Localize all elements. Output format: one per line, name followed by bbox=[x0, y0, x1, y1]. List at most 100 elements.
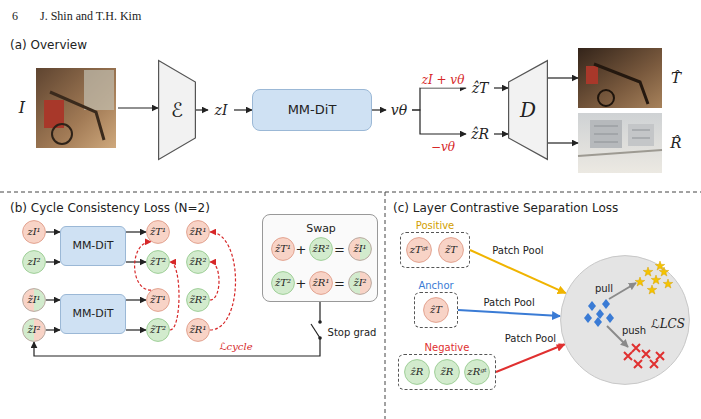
switch-symbol bbox=[311, 320, 322, 340]
text-anchor: pull bbox=[595, 277, 613, 296]
node-text: ẑT² bbox=[150, 256, 166, 268]
connector-arrow bbox=[548, 77, 578, 78]
latent-circle: z̃T¹ bbox=[146, 288, 170, 312]
label-anchor: (b) Cycle Consistency Loss (N=2) bbox=[10, 197, 210, 216]
connector-arrow bbox=[494, 87, 508, 88]
latent-circle: ẑR² bbox=[186, 250, 210, 274]
node-text: ẑR bbox=[411, 366, 424, 378]
connector-arrow bbox=[46, 329, 60, 330]
text-anchor: I bbox=[19, 98, 25, 117]
mmdit-box: MM-DiT bbox=[60, 226, 126, 266]
connector-arrow bbox=[412, 88, 466, 110]
node-text: z̃I¹ bbox=[353, 243, 366, 255]
latent-circle: z̃R² bbox=[186, 288, 210, 312]
circle-outline bbox=[147, 289, 170, 312]
latent-circle: z̃T² bbox=[146, 318, 170, 342]
circle-outline bbox=[23, 251, 46, 274]
node-text: z̃R² bbox=[190, 294, 207, 306]
node-text: ẑT bbox=[472, 80, 489, 96]
latent-circle: z̃I² bbox=[22, 318, 46, 342]
negative-cross bbox=[650, 360, 658, 368]
circle-outline bbox=[23, 289, 46, 312]
photo-object bbox=[586, 66, 598, 84]
anchor-group: AnchorẑT bbox=[414, 276, 458, 330]
positive-star bbox=[659, 267, 669, 276]
latent-circle: zTᵍᵗ bbox=[406, 237, 432, 263]
embedding-space: pullpushℒLCS bbox=[560, 255, 690, 385]
circle-outline bbox=[405, 360, 430, 385]
node-text: Swap bbox=[306, 223, 336, 236]
reflection-photo bbox=[578, 113, 662, 173]
text-anchor: T̂ bbox=[671, 68, 681, 87]
circle-outline bbox=[349, 238, 372, 261]
connector-arrow bbox=[126, 329, 146, 330]
photo-frame bbox=[594, 64, 648, 104]
positive-star bbox=[651, 275, 661, 284]
anchor-diamond bbox=[588, 301, 596, 311]
text-anchor: Negative bbox=[425, 336, 470, 355]
edge-label: −vθ bbox=[429, 141, 457, 155]
connector-arrow bbox=[46, 261, 60, 262]
photo-window bbox=[84, 70, 114, 110]
connector-arrow bbox=[494, 133, 508, 134]
photo-ground bbox=[36, 68, 116, 148]
edge-label-anchor: zI + vθ bbox=[420, 69, 467, 88]
photo-wheel bbox=[52, 124, 72, 144]
decoder-outline bbox=[509, 61, 548, 160]
latent-circle: z̃R bbox=[434, 359, 460, 385]
negative-cross bbox=[642, 350, 650, 358]
circle-outline bbox=[465, 360, 490, 385]
latent-circle: ẑT bbox=[423, 297, 449, 323]
anchor-diamond bbox=[584, 313, 592, 323]
connector-arrow bbox=[210, 262, 219, 300]
node-text: z̃R¹ bbox=[190, 324, 207, 336]
text-anchor: Swap bbox=[306, 217, 336, 236]
connector-arrow bbox=[126, 261, 146, 262]
photo-building bbox=[628, 124, 654, 146]
photo-frame bbox=[50, 92, 104, 140]
latent-circle: zI¹ bbox=[22, 220, 46, 244]
anchor-diamond bbox=[596, 309, 604, 319]
node-text: R̂ bbox=[670, 135, 681, 152]
push-arrow bbox=[607, 326, 628, 347]
circle-outline bbox=[23, 319, 46, 342]
edge-label: Patch Pool bbox=[490, 245, 545, 257]
latent-circle: ẑR² bbox=[309, 237, 333, 261]
node-text: zTᵍᵗ bbox=[410, 244, 428, 256]
circle-outline bbox=[349, 272, 372, 295]
positive-star bbox=[635, 277, 645, 286]
label-anchor: = bbox=[334, 273, 345, 292]
node-text: T̂ bbox=[671, 70, 681, 87]
circle-outline bbox=[407, 238, 432, 263]
node-text: ẑT¹ bbox=[150, 226, 166, 238]
negative-group: NegativeẑRz̃RzRᵍᵗ bbox=[398, 338, 496, 390]
node-text: ℰ bbox=[171, 99, 183, 122]
node-text: ẑR² bbox=[313, 243, 330, 255]
negative-cross bbox=[656, 352, 664, 360]
switch-contact bbox=[318, 320, 322, 324]
panel-divider bbox=[0, 192, 701, 193]
transmission-photo bbox=[578, 48, 662, 108]
latent-circle: ẑR¹ bbox=[186, 220, 210, 244]
latent-label: ẑR bbox=[466, 123, 494, 145]
latent-circle: z̃R¹ bbox=[186, 318, 210, 342]
connector-arrow bbox=[470, 250, 566, 293]
connector-arrow bbox=[170, 262, 179, 330]
latent-circle: ẑT¹ bbox=[146, 220, 170, 244]
edge-label-anchor: Stop grad bbox=[326, 321, 379, 340]
node-text: D bbox=[520, 99, 536, 122]
circle-outline bbox=[187, 289, 210, 312]
velocity-label: vθ bbox=[386, 99, 412, 121]
connector-arrow bbox=[46, 231, 60, 232]
circle-outline bbox=[310, 238, 333, 261]
positive-group: PositivezTᵍᵗz̃T bbox=[400, 216, 470, 268]
label-anchor: J. Shin and T.H. Kim bbox=[40, 5, 141, 24]
encoder-outline bbox=[159, 61, 196, 160]
input-image: I bbox=[14, 68, 118, 148]
node-text: ẑT¹ bbox=[275, 243, 291, 255]
latent-label: zI bbox=[208, 99, 234, 121]
node-text: I bbox=[19, 99, 25, 117]
node-text: z̃R bbox=[441, 366, 454, 378]
edge-label: Stop grad bbox=[326, 327, 379, 339]
circle-outline bbox=[272, 272, 295, 295]
